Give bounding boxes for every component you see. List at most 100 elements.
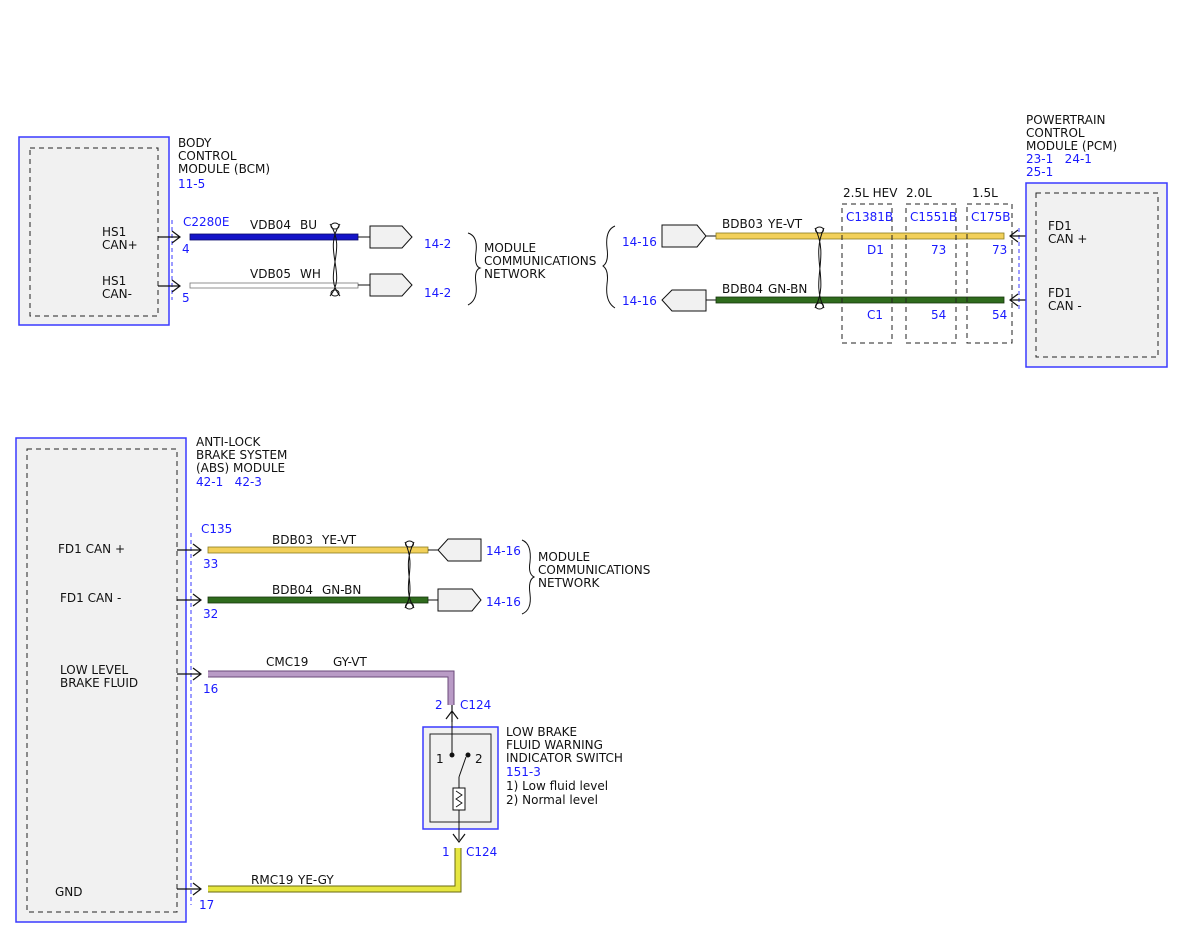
abs-pin32-arrow bbox=[177, 593, 202, 607]
switch-note-2: 2) Normal level bbox=[506, 793, 598, 807]
pcm-page-ref-flag-1 bbox=[661, 224, 707, 248]
abs-pin-label-fd1-canh: FD1 CAN + bbox=[58, 542, 125, 556]
bcm-pin4-arrow bbox=[158, 230, 181, 244]
wire-rmc19-circuit: RMC19 bbox=[251, 873, 293, 887]
pcm-pin-label-fd1-canh-b: CAN + bbox=[1048, 232, 1087, 246]
bcm-ref: 11-5 bbox=[178, 177, 205, 191]
bcm-page-ref-flag-2 bbox=[369, 273, 413, 297]
pcm-dest-2: 14-16 bbox=[622, 294, 657, 308]
abs-pin-33: 33 bbox=[203, 557, 218, 571]
pcm-wires: BDB03 YE-VT BDB04 GN-BN bbox=[715, 217, 1005, 310]
switch-blade bbox=[458, 756, 467, 778]
pcm-name-line1: POWERTRAIN bbox=[1026, 113, 1106, 127]
switch-connector-top: C124 bbox=[460, 698, 491, 712]
wire-bdb03-abs-circuit: BDB03 bbox=[272, 533, 313, 547]
abs-pin17-arrow bbox=[177, 882, 202, 896]
bcm-dest-1: 14-2 bbox=[424, 237, 451, 251]
pcm-name-line3: MODULE (PCM) bbox=[1026, 139, 1117, 153]
abs-network-line1: MODULE bbox=[538, 550, 590, 564]
bcm-pin5-arrow bbox=[158, 279, 181, 293]
pcm-module: POWERTRAIN CONTROL MODULE (PCM) 23-1 24-… bbox=[1025, 113, 1168, 368]
bcm-dest-2: 14-2 bbox=[424, 286, 451, 300]
abs-inner-dashed bbox=[26, 448, 178, 913]
bcm-pin-label-hs1-canl-b: CAN- bbox=[102, 287, 132, 301]
bcm-pin-label-hs1-canh-b: CAN+ bbox=[102, 238, 138, 252]
bcm-module: BODY CONTROL MODULE (BCM) 11-5 HS1 CAN+ … bbox=[18, 136, 270, 326]
pcm-variant-box-3 bbox=[966, 203, 1013, 344]
abs-dest-2: 14-16 bbox=[486, 595, 521, 609]
pcm-page-ref-flag-2 bbox=[661, 289, 707, 312]
switch-top-arrow bbox=[445, 705, 459, 722]
switch-ref: 151-3 bbox=[506, 765, 541, 779]
bcm-twist-cap-bottom bbox=[330, 289, 340, 297]
abs-twist-cap-bottom bbox=[405, 602, 414, 610]
switch-pos-2: 2 bbox=[475, 752, 483, 766]
pcm-outline bbox=[1025, 182, 1168, 368]
abs-page-ref-flag-2 bbox=[437, 588, 482, 612]
abs-twist-cap-top bbox=[405, 540, 414, 548]
abs-network-line2: COMMUNICATIONS bbox=[538, 563, 650, 577]
bcm-twist-cap-top bbox=[330, 222, 340, 230]
abs-connector-id: C135 bbox=[201, 522, 232, 536]
abs-pin16-arrow bbox=[177, 667, 202, 681]
bcm-pin-5: 5 bbox=[182, 291, 190, 305]
bcm-name-line3: MODULE (BCM) bbox=[178, 162, 270, 176]
abs-dest-1: 14-16 bbox=[486, 544, 521, 558]
abs-page-ref-flag-1 bbox=[437, 538, 482, 562]
abs-pin-32: 32 bbox=[203, 607, 218, 621]
pcm-variant-pin-lo-2: 54 bbox=[931, 308, 946, 322]
wire-bdb04-pcm-color: GN-BN bbox=[768, 282, 807, 296]
abs-pin-label-low-level-a: LOW LEVEL bbox=[60, 663, 128, 677]
abs-pin-label-gnd: GND bbox=[55, 885, 83, 899]
abs-pin-label-low-level-b: BRAKE FLUID bbox=[60, 676, 138, 690]
pcm-variant-box-2 bbox=[905, 203, 957, 344]
pcm-network-side: 14-16 14-16 bbox=[602, 224, 716, 312]
bcm-pin-label-hs1-canl-a: HS1 bbox=[102, 274, 126, 288]
bcm-inner-dashed bbox=[29, 147, 159, 317]
switch-resistor-zigzag bbox=[455, 790, 463, 808]
switch-outline bbox=[422, 726, 499, 830]
wire-vdb04-circuit: VDB04 bbox=[250, 218, 291, 232]
pcm-pin-label-fd1-canh-a: FD1 bbox=[1048, 219, 1072, 233]
pcm-variant-engine-3: 1.5L bbox=[972, 186, 998, 200]
abs-name-line2: BRAKE SYSTEM bbox=[196, 448, 287, 462]
switch-name-line3: INDICATOR SWITCH bbox=[506, 751, 623, 765]
pcm-name-line2: CONTROL bbox=[1026, 126, 1085, 140]
wire-bdb04-abs-color: GN-BN bbox=[322, 583, 361, 597]
pcm-variant-pin-lo-1: C1 bbox=[867, 308, 883, 322]
wire-bdb03-abs-color: YE-VT bbox=[321, 533, 357, 547]
wire-cmc19-circuit: CMC19 bbox=[266, 655, 308, 669]
pcm-variant-pin-hi-3: 73 bbox=[992, 243, 1007, 257]
abs-ref: 42-1 42-3 bbox=[196, 475, 262, 489]
wire-cmc19 bbox=[208, 671, 454, 705]
wire-bdb03-abs bbox=[207, 546, 429, 554]
wire-vdb05 bbox=[189, 282, 359, 289]
abs-module: ANTI-LOCK BRAKE SYSTEM (ABS) MODULE 42-1… bbox=[15, 435, 287, 923]
switch-pos-1: 1 bbox=[436, 752, 444, 766]
switch-bottom-arrow bbox=[452, 833, 466, 843]
wire-vdb05-color: WH bbox=[300, 267, 321, 281]
pcm-dest-1: 14-16 bbox=[622, 235, 657, 249]
bcm-page-ref-flag-1 bbox=[369, 225, 413, 249]
switch-pin-bottom: 1 bbox=[442, 845, 450, 859]
switch-note-1: 1) Low fluid level bbox=[506, 779, 608, 793]
pcm-pin-label-fd1-canl-a: FD1 bbox=[1048, 286, 1072, 300]
pcm-variant-pin-hi-1: D1 bbox=[867, 243, 884, 257]
bcm-connector: C2280E 4 5 bbox=[158, 215, 230, 305]
pcm-twist-cap-bottom bbox=[815, 302, 824, 310]
wire-vdb05-circuit: VDB05 bbox=[250, 267, 291, 281]
abs-network-brace bbox=[521, 539, 536, 615]
switch-contact-1 bbox=[449, 752, 455, 758]
bcm-network-brace bbox=[467, 232, 482, 306]
pcm-variant-connector-2: C1551B bbox=[910, 210, 957, 224]
bcm-pin-label-hs1-canh-a: HS1 bbox=[102, 225, 126, 239]
wire-bdb03-pcm-color: YE-VT bbox=[767, 217, 803, 231]
pcm-twisted-pair bbox=[814, 227, 825, 309]
pcm-variant-engine-1: 2.5L HEV bbox=[843, 186, 898, 200]
switch-name-line2: FLUID WARNING bbox=[506, 738, 603, 752]
brake-fluid-switch: 2 C124 1 2 1 C124 LOW BRAKE FLUID WARNIN… bbox=[422, 698, 623, 859]
wire-vdb04 bbox=[189, 233, 359, 241]
bcm-name-line2: CONTROL bbox=[178, 149, 237, 163]
bcm-name-line1: BODY bbox=[178, 136, 212, 150]
wire-cmc19-outline bbox=[208, 670, 455, 705]
